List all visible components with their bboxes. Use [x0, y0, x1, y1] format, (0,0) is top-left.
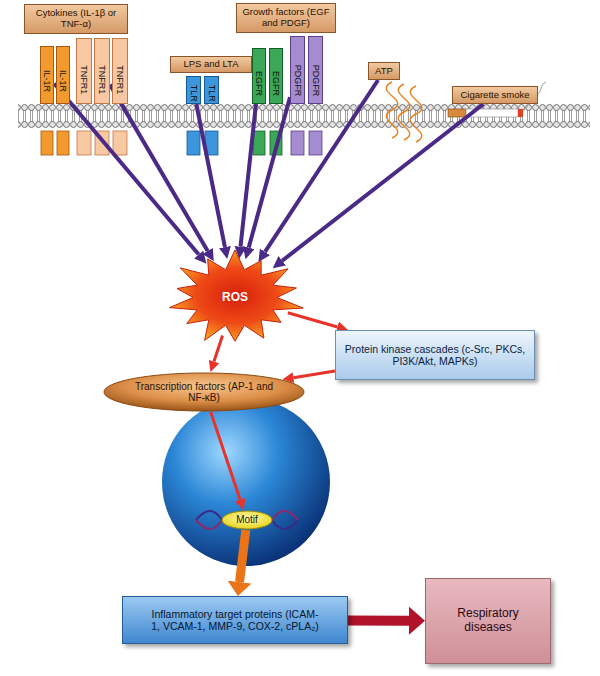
- node-label: TNFR1: [115, 65, 125, 77]
- text-block: TLR: [188, 85, 198, 96]
- text-block: ATP: [375, 66, 393, 77]
- receptor: IL-1R: [40, 46, 54, 104]
- text-block: Respiratory diseases: [434, 607, 542, 635]
- node-label: ROS: [222, 291, 248, 305]
- text-block: IL-1R: [58, 70, 68, 80]
- receptor: PDGFR: [308, 36, 323, 104]
- node-label: Protein kinase cascades (c-Src, PKCs, PI…: [344, 343, 526, 367]
- text-block: TNFR1: [97, 65, 107, 77]
- connector-arrow: [293, 371, 335, 378]
- receptor: TLR: [204, 76, 219, 104]
- text-block: EGFR: [254, 71, 264, 81]
- node-label: EGFR: [271, 71, 281, 81]
- node-label: IL-1R: [58, 70, 68, 80]
- text-block: Protein kinase cascades (c-Src, PKCs, PI…: [344, 343, 526, 367]
- text-block: IL-1R: [42, 70, 52, 80]
- receptor: IL-1R: [56, 46, 70, 104]
- node-label: Inflammatory target proteins (ICAM-1, VC…: [131, 608, 339, 632]
- cell-membrane: [18, 104, 590, 128]
- ros-burst: ROS: [165, 250, 305, 345]
- stimulus-box: Cigarette smoke: [452, 86, 538, 104]
- disease-box: Respiratory diseases: [425, 578, 551, 664]
- receptor: TLR: [186, 76, 201, 104]
- motif-ellipse: Motif: [221, 510, 273, 530]
- text-block: Inflammatory target proteins (ICAM-1, VC…: [131, 608, 339, 632]
- connector-arrow: [265, 80, 378, 252]
- node-label: EGFR: [254, 71, 264, 81]
- node-label: Motif: [236, 514, 258, 526]
- node-label: TLR: [206, 85, 216, 96]
- connector-arrow: [348, 615, 409, 625]
- target-box: Inflammatory target proteins (ICAM-1, VC…: [122, 596, 348, 644]
- starburst-outline: [169, 250, 303, 341]
- node-label: Growth factors (EGF and PDGF): [240, 7, 332, 29]
- text-block: TLR: [206, 85, 216, 96]
- ellipse-outline: [104, 373, 304, 411]
- ellipse-outline: [222, 511, 272, 529]
- receptor: TNFR1: [112, 38, 128, 104]
- text-block: PDGFR: [310, 65, 320, 76]
- dna-helix: [196, 511, 298, 529]
- receptor: EGFR: [269, 48, 283, 104]
- receptor: PDGFR: [290, 36, 305, 104]
- stimulus-box: Growth factors (EGF and PDGF): [236, 3, 336, 33]
- node-label: TNFR1: [79, 65, 89, 77]
- connector-arrow: [282, 104, 483, 261]
- node-label: Respiratory diseases: [434, 607, 542, 635]
- text-block: Cytokines (IL-1β or TNF-α): [28, 8, 124, 30]
- cigarette: [448, 82, 546, 117]
- stimulus-box: Cytokines (IL-1β or TNF-α): [24, 4, 128, 34]
- node-label: LPS and LTA: [183, 59, 238, 70]
- node-label: Cytokines (IL-1β or TNF-α): [28, 8, 124, 30]
- text-block: EGFR: [271, 71, 281, 81]
- node-label: Transcription factors (AP-1 and NF-κB): [127, 381, 281, 404]
- receptor: TNFR1: [76, 38, 92, 104]
- text-block: ROS: [222, 291, 248, 305]
- text-block: Transcription factors (AP-1 and NF-κB): [127, 381, 281, 404]
- stimulus-box: LPS and LTA: [170, 56, 252, 73]
- node-label: PDGFR: [310, 65, 320, 76]
- text-block: Motif: [236, 514, 258, 526]
- atp-waves: [386, 82, 422, 142]
- receptor: EGFR: [252, 48, 266, 104]
- node-label: TNFR1: [97, 65, 107, 77]
- text-block: PDGFR: [292, 65, 302, 76]
- text-block: Cigarette smoke: [460, 90, 529, 101]
- connector-arrow: [211, 412, 240, 500]
- node-label: TLR: [188, 85, 198, 96]
- node-label: Cigarette smoke: [460, 90, 529, 101]
- node-label: ATP: [375, 66, 393, 77]
- connector-arrow: [288, 313, 338, 327]
- text-block: Growth factors (EGF and PDGF): [240, 7, 332, 29]
- connector-arrow: [214, 336, 223, 362]
- transcription-ellipse: Transcription factors (AP-1 and NF-κB): [103, 372, 305, 412]
- receptor: TNFR1: [94, 38, 110, 104]
- node-label: IL-1R: [42, 70, 52, 80]
- connector-arrow: [240, 530, 246, 582]
- connector-arrow: [196, 104, 225, 247]
- node-label: PDGFR: [292, 65, 302, 76]
- text-block: TNFR1: [79, 65, 89, 77]
- stimulus-box: ATP: [368, 62, 400, 80]
- connector-arrow: [110, 85, 208, 251]
- process-box: Protein kinase cascades (c-Src, PKCs, PI…: [335, 330, 535, 380]
- text-block: TNFR1: [115, 65, 125, 77]
- text-block: LPS and LTA: [183, 59, 238, 70]
